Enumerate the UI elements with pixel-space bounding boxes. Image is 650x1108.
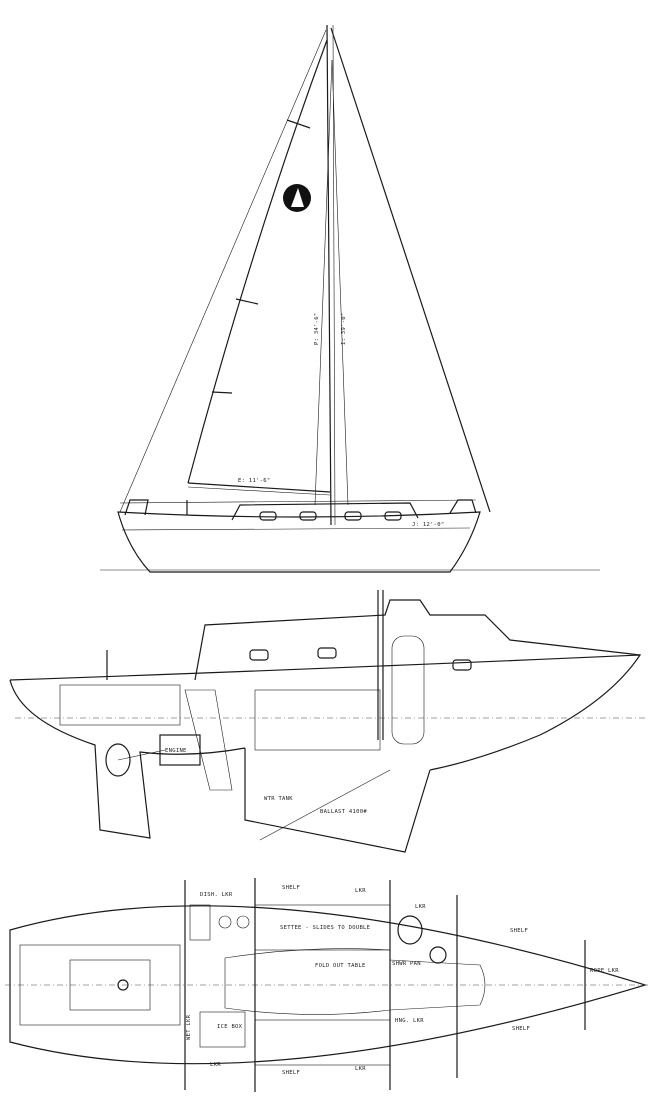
porthole: [384, 511, 402, 521]
label-rope-locker: ROPE LKR: [590, 968, 619, 974]
mainsail-leech: [187, 39, 328, 484]
stove-burner: [218, 915, 232, 929]
label-shelf-fwd-top: SHELF: [510, 928, 528, 934]
label-dish-locker: DISH. LKR: [200, 892, 233, 898]
prop-shaft: [117, 749, 166, 761]
rudder-post: [105, 743, 131, 777]
ice-box: [199, 1011, 246, 1048]
keel-hatch: [259, 769, 391, 841]
backstay: [119, 29, 327, 513]
label-ballast: BALLAST 4100#: [320, 809, 367, 815]
mast: [326, 24, 332, 526]
stove-burner: [236, 915, 250, 929]
label-p: P: 34'-6": [314, 312, 320, 345]
cockpit-well: [59, 684, 181, 726]
batten: [286, 119, 311, 129]
v-berth: [389, 959, 486, 1011]
label-shelf-bottom: SHELF: [282, 1070, 300, 1076]
label-locker-top-small: LKR: [355, 888, 366, 894]
cockpit: [19, 944, 181, 1026]
winch: [117, 979, 129, 991]
label-hanging-locker: HNG. LKR: [395, 1018, 424, 1024]
label-engine: ENGINE: [165, 748, 187, 754]
label-e: E: 11'-6": [238, 478, 271, 484]
boom: [187, 482, 331, 493]
accommodation-plan: DISH. LKR SHELF LKR LKR SETTEE - SLIDES …: [5, 878, 648, 1092]
head-toilet: [397, 915, 423, 945]
keel: [244, 748, 431, 853]
hull-side: [117, 511, 481, 573]
cabin-top: [194, 599, 641, 681]
batten: [211, 391, 233, 394]
stern-pulpit: [124, 499, 149, 516]
cabin-house: [231, 502, 419, 521]
sail-plan: P: 34'-6" I: 39'-0" E: 11'-6" J: 12'-0": [100, 24, 600, 573]
settee-port: [254, 1019, 391, 1066]
label-j: J: 12'-0": [412, 522, 445, 528]
porthole: [299, 511, 317, 521]
label-shelf-fwd-bottom: SHELF: [512, 1026, 530, 1032]
porthole: [317, 647, 337, 659]
porthole: [249, 649, 269, 661]
settee-profile: [254, 689, 381, 751]
label-i: I: 39'-0": [341, 312, 347, 345]
porthole: [452, 659, 472, 671]
engine: [159, 734, 201, 766]
boom-lower: [187, 486, 331, 496]
jib-leech: [314, 59, 333, 506]
label-wet-locker: WET LKR: [186, 1014, 192, 1040]
label-locker-bottom: LKR: [210, 1062, 221, 1068]
head-sink: [429, 946, 447, 964]
label-locker-bottom-small: LKR: [355, 1066, 366, 1072]
label-shelf-top: SHELF: [282, 885, 300, 891]
settee: [254, 904, 391, 951]
mast-aft-edge: [332, 24, 336, 526]
lifeline: [119, 499, 477, 504]
porthole: [259, 511, 277, 521]
shroud: [331, 59, 349, 506]
label-ice-box: ICE BOX: [217, 1024, 243, 1030]
forestay: [330, 27, 491, 513]
stern-and-skeg: [9, 679, 246, 839]
label-settee: SETTEE - SLIDES TO DOUBLE: [280, 925, 370, 931]
batten: [235, 298, 259, 305]
label-shower-pan: SHWR PAN: [392, 961, 421, 967]
label-locker-top-fwd: LKR: [415, 904, 426, 910]
companionway-ladder: [184, 689, 233, 791]
boot-stripe: [121, 527, 471, 531]
porthole: [344, 511, 362, 521]
cockpit-sole: [69, 959, 151, 1011]
shower-door: [391, 635, 425, 745]
sheer-and-bow: [9, 654, 642, 771]
bow-pulpit: [449, 499, 477, 514]
label-water-tank: WTR TANK: [264, 796, 293, 802]
sink: [189, 904, 211, 941]
inboard-profile: WTR TANK BALLAST 4100# ENGINE: [9, 590, 645, 853]
fold-out-table: [224, 948, 391, 1015]
label-table: FOLD OUT TABLE: [315, 963, 366, 969]
logo-sail-mark: [291, 188, 304, 207]
